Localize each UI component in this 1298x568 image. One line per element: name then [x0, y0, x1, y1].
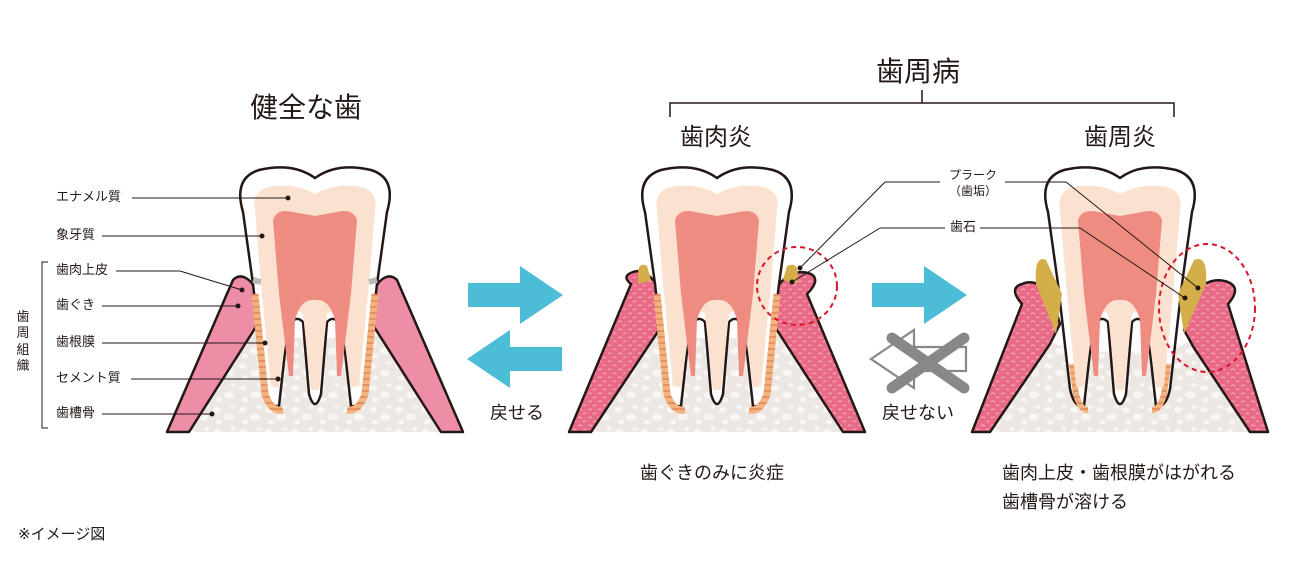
tissue-char-1: 歯 [16, 310, 30, 325]
label-gum: 歯ぐき [56, 298, 96, 313]
title-periodontitis: 歯周炎 [1084, 123, 1156, 151]
label-cementum: セメント質 [56, 371, 121, 386]
label-alveolar-bone: 歯槽骨 [56, 406, 96, 421]
label-irreversible: 戻せない [882, 403, 954, 424]
label-gingival-epithelium: 歯肉上皮 [56, 263, 109, 278]
label-plaque-group: プラーク （歯垢） [940, 168, 1006, 199]
caption-periodontitis-2: 歯槽骨が溶ける [1002, 492, 1128, 513]
label-plaque: プラーク [948, 168, 997, 182]
caption-periodontitis-1: 歯肉上皮・歯根膜がはがれる [1002, 463, 1236, 484]
label-periodontal-ligament: 歯根膜 [56, 335, 96, 350]
tissue-char-4: 織 [16, 358, 30, 374]
label-reversible: 戻せる [490, 403, 544, 424]
label-tissue-group: 歯 周 組 織 [16, 310, 30, 375]
title-periodontal: 歯周病 [876, 55, 961, 88]
title-gingivitis: 歯肉炎 [680, 123, 752, 151]
label-dentin: 象牙質 [56, 228, 96, 243]
label-plaque-sub: （歯垢） [948, 183, 997, 198]
tissue-char-2: 周 [16, 326, 30, 342]
footnote: ※イメージ図 [18, 525, 106, 543]
tissue-char-3: 組 [16, 342, 30, 358]
label-enamel: エナメル質 [56, 190, 122, 205]
caption-gingivitis: 歯ぐきのみに炎症 [640, 463, 784, 484]
title-healthy: 健全な歯 [250, 91, 363, 124]
label-tartar: 歯石 [950, 220, 977, 235]
